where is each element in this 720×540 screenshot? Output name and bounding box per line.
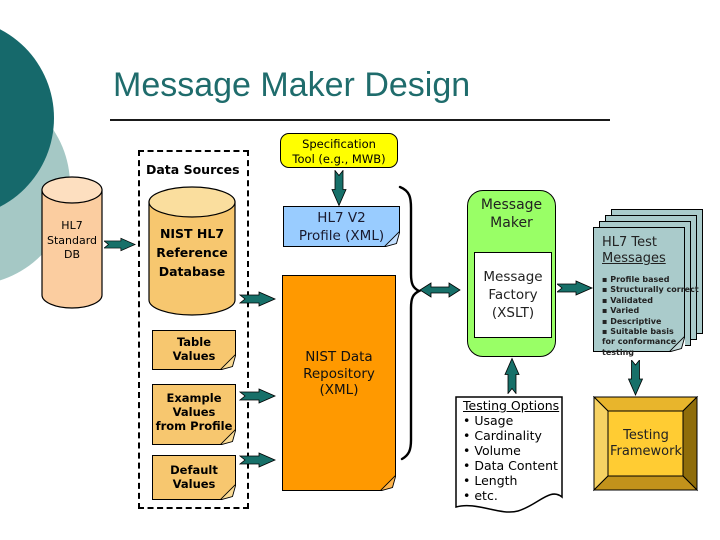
arrow-defaultvalues-to-repository-icon	[238, 452, 276, 468]
bullet-item: Profile based	[602, 275, 682, 285]
example-values-note: Example Values from Profile	[152, 384, 236, 445]
arrow-repository-factory-bidirectional-icon	[419, 282, 461, 298]
hl7-standard-db-cylinder-icon	[41, 176, 103, 309]
folded-corner-icon	[220, 429, 236, 445]
arrow-factory-to-testmessages-icon	[557, 280, 593, 296]
default-values-note: Default Values	[152, 455, 236, 500]
folded-corner-icon	[380, 475, 396, 491]
grouping-brace-icon	[398, 185, 422, 461]
title-divider	[110, 119, 610, 121]
bullet-item: Volume	[463, 443, 559, 458]
testing-options-title: Testing Options	[463, 398, 560, 413]
arrow-testmessages-to-framework-icon	[627, 360, 644, 396]
testing-framework-box	[593, 396, 699, 492]
nist-data-repository-box: NIST Data Repository (XML)	[282, 275, 396, 491]
data-sources-group	[138, 150, 249, 509]
hl7-standard-db-label: HL7 Standard DB	[46, 219, 98, 261]
page-title: Message Maker Design	[113, 66, 471, 104]
arrow-refdb-to-repository-icon	[238, 291, 276, 307]
bullet-item: Cardinality	[463, 428, 559, 443]
testing-framework-label: Testing Framework	[610, 427, 682, 460]
folded-corner-icon	[669, 336, 685, 352]
testing-options-content: Testing Options Usage Cardinality Volume…	[463, 398, 559, 503]
test-messages-bullet-list: Profile based Structurally correct Valid…	[602, 275, 699, 358]
bullet-item: etc.	[463, 488, 559, 503]
bullet-item: Descriptive	[602, 317, 682, 327]
message-factory-box: Message Factory (XSLT)	[474, 252, 552, 338]
testing-options-list: Usage Cardinality Volume Data Content Le…	[463, 413, 559, 503]
arrow-examplevalues-to-repository-icon	[238, 388, 276, 404]
bullet-item: Varied	[602, 306, 682, 316]
folded-corner-icon	[384, 231, 400, 247]
data-sources-label: Data Sources	[146, 162, 240, 177]
folded-corner-icon	[220, 354, 236, 370]
specification-tool-box: Specification Tool (e.g., MWB)	[280, 133, 398, 168]
arrow-standarddb-to-datasources-icon	[104, 237, 136, 252]
bullet-item: Validated	[602, 296, 682, 306]
hl7-v2-profile-box: HL7 V2 Profile (XML)	[283, 206, 400, 247]
bullet-item: Data Content	[463, 458, 559, 473]
message-maker-label: Message Maker	[480, 197, 543, 231]
bullet-item: Suitable basis for conformance testing	[602, 327, 682, 358]
bullet-item: Structurally correct	[602, 285, 698, 295]
bullet-item: Usage	[463, 413, 559, 428]
test-messages-sheet-front: HL7 Test Messages Profile based Structur…	[593, 227, 699, 357]
nist-reference-db-label: NIST HL7 Reference Database	[156, 226, 228, 279]
arrow-spectool-to-profile-icon	[331, 170, 347, 207]
folded-corner-icon	[220, 484, 236, 500]
bullet-item: Length	[463, 473, 559, 488]
table-values-note: Table Values	[152, 330, 236, 370]
nist-reference-db-cylinder-icon	[148, 186, 236, 316]
arrow-options-to-factory-icon	[504, 357, 520, 394]
